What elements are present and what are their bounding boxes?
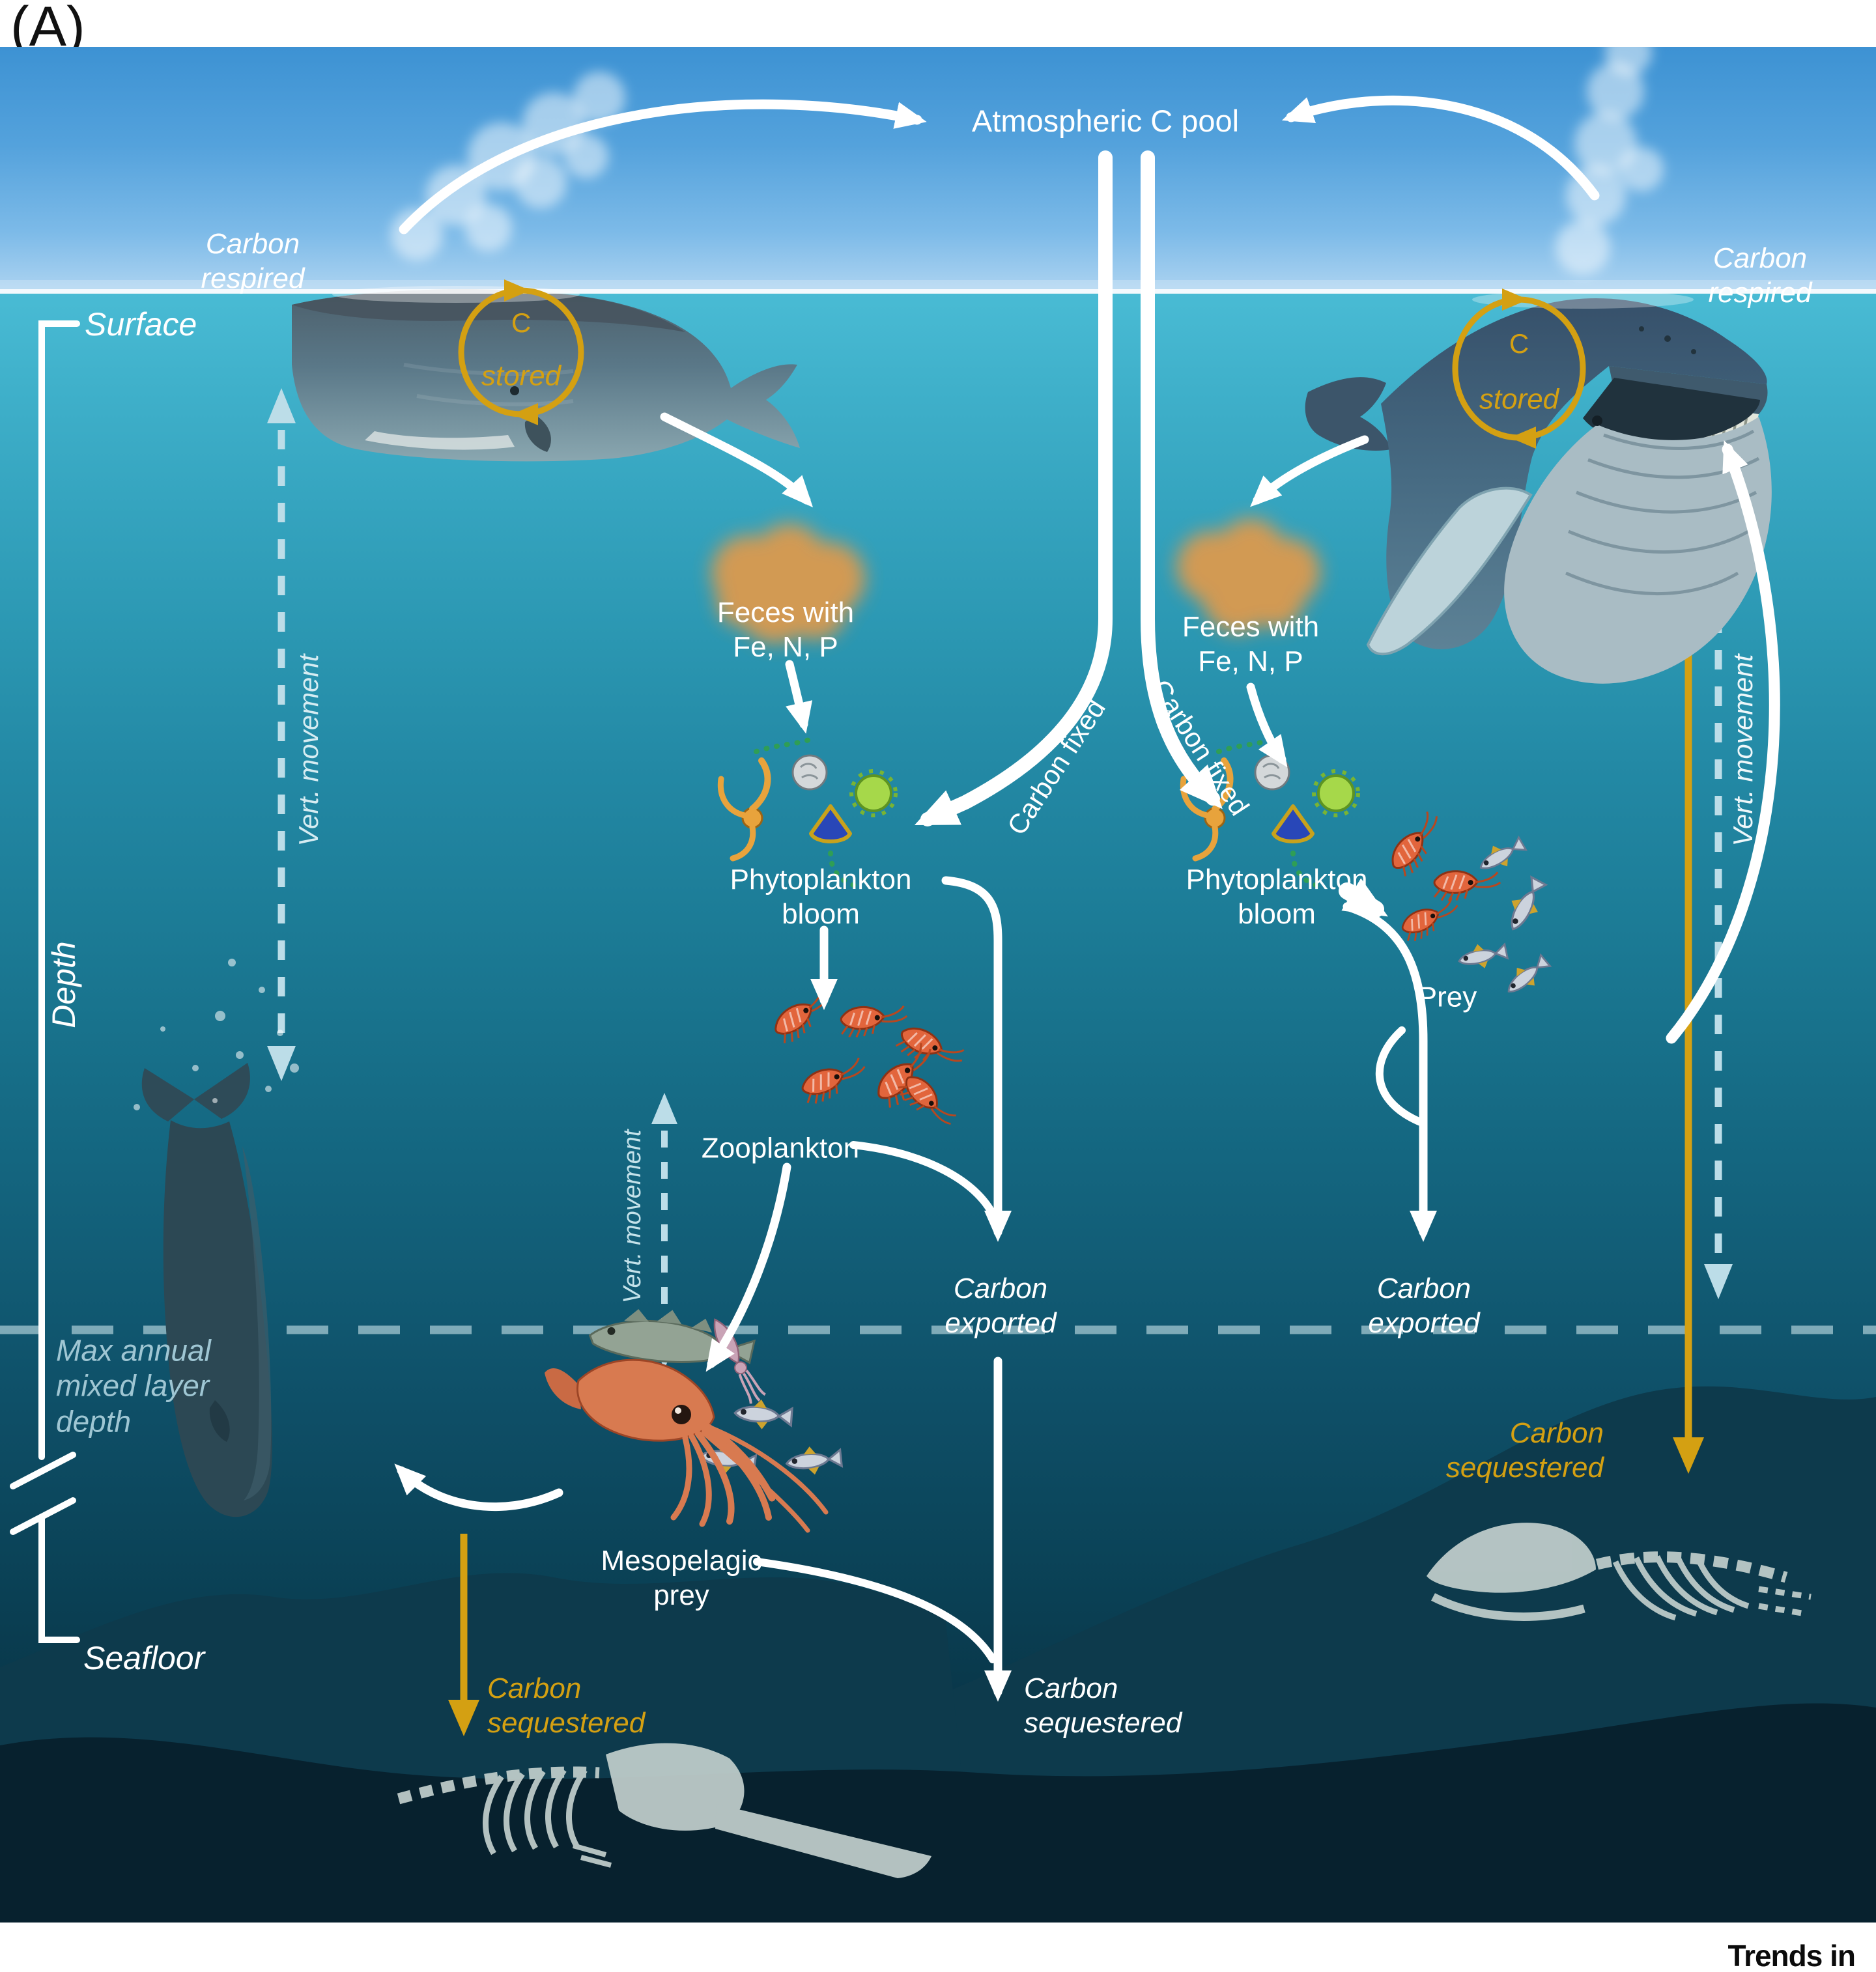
seafloor-label: Seafloor: [83, 1640, 205, 1676]
arrow-bloom-to-prey: [1339, 878, 1388, 918]
arrow-respired-right-to-pool: [1281, 95, 1600, 201]
depth-label: Depth: [46, 941, 82, 1028]
surface-label: Surface: [85, 306, 197, 343]
vert-movement-mid-label: Vert. movement: [619, 1129, 647, 1304]
arrow-mesopelagic-to-whale: [394, 1463, 563, 1512]
baleen-whale-skeleton: [1427, 1523, 1812, 1621]
surface-waterline: [0, 289, 1876, 294]
feces-cloud-left: [711, 524, 865, 643]
whale-blow-spray: [391, 29, 1664, 275]
feces-cloud-right: [1176, 518, 1320, 633]
c-stored-word-left: stored: [481, 359, 561, 392]
c-stored-word-right: stored: [1479, 383, 1559, 416]
line-bloom-to-exported-right: [1343, 902, 1437, 1242]
arrow-whale-to-feces-left: [660, 412, 814, 508]
arrow-zooplankton-to-mesopelagic: [705, 1162, 791, 1372]
line-mesopelagic-to-sequestered: [753, 1558, 997, 1663]
surface-haze: [0, 280, 1876, 289]
arrow-carbon-fixed-right: [1141, 150, 1223, 810]
arrow-feces-to-bloom-left: [785, 660, 813, 734]
arrow-feces-to-bloom-right: [1246, 683, 1288, 768]
mesopelagic-squid: [545, 1359, 829, 1533]
diving-sperm-whale: [134, 959, 299, 1517]
arrow-respired-left-to-pool: [399, 99, 927, 234]
krill-swarm-left: [766, 983, 969, 1140]
prey-label: Prey: [1417, 981, 1477, 1013]
mesopelagic-cod: [588, 1309, 756, 1364]
zooplankton-label: Zooplankton: [701, 1132, 860, 1164]
line-zooplankton-to-exported-left: [849, 1141, 998, 1220]
arrow-prey-to-whale: [1666, 440, 1780, 1044]
line-bloom-to-exported-left: [941, 876, 1012, 1242]
mesopelagic-prey-group: [545, 1309, 844, 1533]
c-stored-ring-right: [1452, 289, 1586, 449]
arrow-whale-to-feces-right: [1250, 435, 1369, 507]
prey-school-right: [1378, 808, 1554, 1002]
line-prey-to-exported-right: [1375, 1026, 1426, 1127]
sperm-whale-skeleton: [397, 1743, 931, 1878]
humpback-whale: [1305, 298, 1772, 684]
vert-movement-left-label: Vert. movement: [292, 654, 324, 847]
depth-axis: [10, 320, 80, 1643]
vert-movement-right-label: Vert. movement: [1727, 654, 1758, 847]
journal-name: Trends in Ecology & Evolution: [1727, 1939, 1856, 1972]
seafloor-hills: [0, 1386, 1876, 1923]
c-stored-ring-left: [458, 279, 584, 425]
atmospheric-pool-label: Atmospheric C pool: [971, 103, 1240, 138]
carbon-flow-arrows: [394, 95, 1780, 1702]
arrow-carbon-fixed-left: [914, 150, 1113, 826]
c-stored-c-right: C: [1509, 328, 1529, 359]
c-stored-c-left: C: [511, 307, 532, 338]
